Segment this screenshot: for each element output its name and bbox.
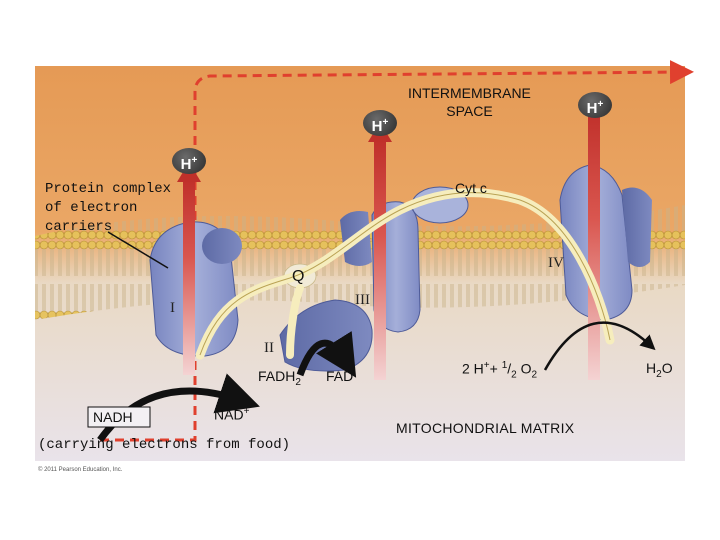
complex-i-label: I [170, 300, 175, 316]
complex-i [149, 221, 242, 357]
nadh-box [87, 406, 151, 428]
protein-complex-label: Protein complex of electron carriers [45, 181, 172, 235]
oxygen-reaction-label: 2 H++ 1/2 O2 [462, 360, 538, 381]
nadh-label: NADH [93, 409, 133, 425]
electron-path-outline [199, 192, 611, 356]
intermembrane-space-label: INTERMEMBRANE SPACE [408, 85, 531, 119]
carrying-electrons-label: (carrying electrons from food) [38, 437, 291, 453]
proton-return-dashed-arrow [100, 60, 694, 442]
q-label: Q [292, 268, 305, 285]
water-label: H2O [646, 360, 673, 380]
cyt-c-label: Cyt c [455, 180, 487, 196]
oxygen-to-water-arrow [543, 321, 656, 371]
fadh2-label: FADH2 [258, 368, 301, 388]
h-ion-complex-iii: H+ [363, 110, 397, 136]
h-ion-complex-i: H+ [172, 148, 206, 174]
complex-iv-label: IV [548, 255, 564, 271]
complex-iii-label: III [355, 292, 370, 308]
electron-path-complex-ii [286, 284, 304, 359]
complex-ii-label: II [264, 340, 274, 356]
protein-complex-leader [107, 231, 169, 269]
copyright-notice: © 2011 Pearson Education, Inc. [38, 467, 123, 473]
fadh2-to-fad-arrow [296, 331, 357, 378]
nad-plus-label: NAD+ [214, 406, 250, 423]
mitochondrial-matrix-label: MITOCHONDRIAL MATRIX [396, 420, 575, 436]
h-ion-complex-iv: H+ [578, 92, 612, 118]
fad-label: FAD [326, 368, 354, 384]
